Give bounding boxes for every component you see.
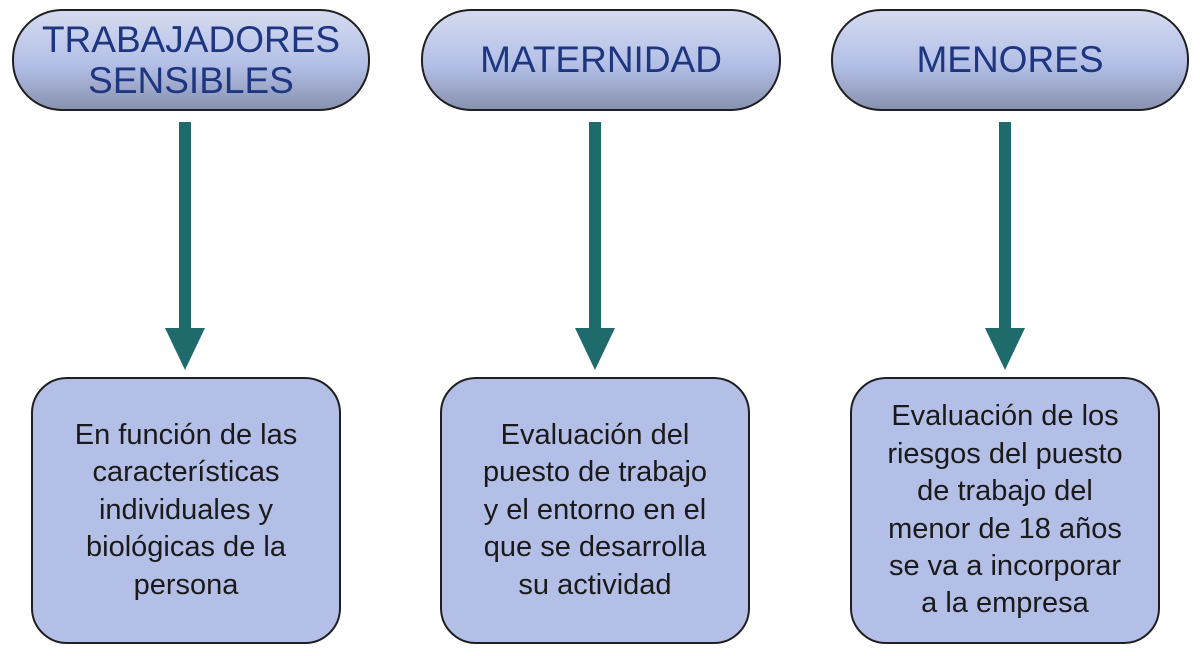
description-box-trabajadores: En función de las características indivi… — [31, 377, 341, 644]
description-box-maternidad: Evaluación del puesto de trabajo y el en… — [440, 377, 750, 644]
description-line: menor de 18 años — [888, 512, 1122, 545]
description-line: su actividad — [518, 568, 672, 601]
header-maternidad: MATERNIDAD — [421, 9, 781, 111]
header-line: MATERNIDAD — [480, 39, 722, 81]
description-line: y el entorno en el — [483, 493, 707, 526]
header-line: SENSIBLES — [88, 60, 294, 101]
description-line: En función de las — [74, 418, 298, 451]
description-line: persona — [133, 568, 239, 601]
description-line: Evaluación del — [500, 418, 690, 451]
description-box-menores: Evaluación de los riesgos del puesto de … — [850, 377, 1160, 644]
arrow-down-icon — [165, 122, 205, 370]
description-line: que se desarrolla — [483, 531, 707, 564]
arrow-down-icon — [985, 122, 1025, 370]
description-line: puesto de trabajo — [482, 456, 708, 489]
description-line: biológicas de la — [86, 531, 286, 564]
description-line: se va a incorporar — [888, 549, 1122, 582]
header-trabajadores-sensibles: TRABAJADORES SENSIBLES — [12, 9, 370, 111]
description-line: riesgos del puesto — [887, 437, 1123, 470]
description-line: individuales y — [98, 493, 274, 526]
description-line: Evaluación de los — [891, 400, 1119, 433]
description-line: a la empresa — [921, 587, 1089, 620]
description-line: de trabajo del — [917, 475, 1093, 508]
header-line: MENORES — [916, 39, 1104, 81]
header-menores: MENORES — [831, 9, 1189, 111]
header-line: TRABAJADORES — [41, 18, 341, 60]
description-line: características — [92, 456, 280, 489]
arrow-down-icon — [575, 122, 615, 370]
